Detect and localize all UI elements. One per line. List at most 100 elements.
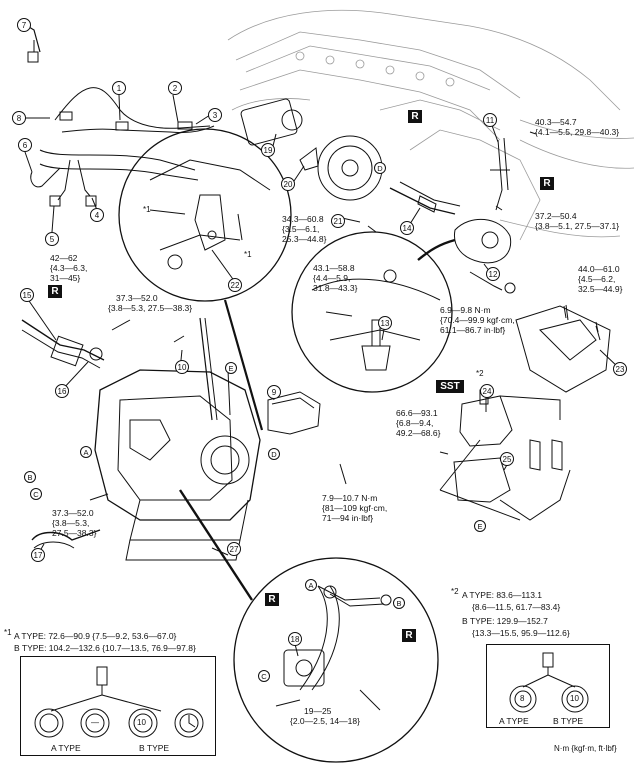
note1-bolt-box: — 10 A TYPE B TYPE bbox=[20, 656, 216, 756]
torque-spec: 37.3—52.0 {3.8—5.3, 27.5—38.3} bbox=[108, 293, 192, 313]
callout-23: 23 bbox=[613, 362, 627, 376]
sst-badge: SST bbox=[436, 380, 464, 393]
torque-line: 31—45} bbox=[50, 273, 81, 283]
torque-line: 44.0—61.0 bbox=[578, 264, 620, 274]
torque-line: 27.5—38.3} bbox=[52, 528, 97, 538]
callout-22: 22 bbox=[228, 278, 242, 292]
torque-line: 66.6—93.1 bbox=[396, 408, 438, 418]
callout-25: 25 bbox=[500, 452, 514, 466]
callout-20: 20 bbox=[281, 177, 295, 191]
torque-line: 42—62 bbox=[50, 253, 78, 263]
callout-3: 3 bbox=[208, 108, 222, 122]
marker-b: B bbox=[24, 471, 36, 483]
torque-line: {4.1—5.5, 29.8—40.3} bbox=[535, 127, 620, 137]
torque-spec: 37.2—50.4 {3.8—5.1, 27.5—37.1} bbox=[535, 211, 619, 231]
bolt-mark: 8 bbox=[520, 694, 525, 703]
torque-line: {4.3—6.3, bbox=[50, 263, 88, 273]
marker-d: D bbox=[374, 162, 386, 174]
torque-line: {3.8—5.3, bbox=[52, 518, 90, 528]
callout-13: 13 bbox=[378, 316, 392, 330]
star-mark: *2 bbox=[476, 369, 484, 378]
note1-a-label: A TYPE bbox=[51, 743, 81, 753]
note2-a-type: A TYPE: 83.6—113.1 bbox=[462, 590, 543, 600]
torque-line: {3.5—6.1, bbox=[282, 224, 320, 234]
torque-spec: 44.0—61.0 {4.5—6.2, 32.5—44.9} bbox=[578, 264, 622, 294]
replace-badge: R bbox=[265, 593, 279, 606]
note1-a-type: A TYPE: 72.6—90.9 {7.5—9.2, 53.6—67.0} bbox=[14, 631, 177, 641]
note2-a-label: A TYPE bbox=[499, 716, 529, 726]
torque-line: 7.9—10.7 N·m bbox=[322, 493, 378, 503]
callout-10: 10 bbox=[175, 360, 189, 374]
torque-line: 34.3—60.8 bbox=[282, 214, 324, 224]
marker-e: E bbox=[225, 362, 237, 374]
replace-badge: R bbox=[402, 629, 416, 642]
torque-line: 40.3—54.7 bbox=[535, 117, 577, 127]
torque-spec: 19—25 {2.0—2.5, 14—18} bbox=[290, 706, 360, 726]
torque-line: {6.8—9.4, bbox=[396, 418, 434, 428]
torque-spec: 37.3—52.0 {3.8—5.3, 27.5—38.3} bbox=[52, 508, 96, 538]
torque-line: {2.0—2.5, 14—18} bbox=[290, 716, 360, 726]
note1-b-label: B TYPE bbox=[139, 743, 170, 753]
marker-d: D bbox=[268, 448, 280, 460]
torque-line: 71—94 in·lbf} bbox=[322, 513, 374, 523]
callout-4: 4 bbox=[90, 208, 104, 222]
note2-b-range: {13.3—15.5, 95.9—112.6} bbox=[472, 628, 570, 638]
torque-spec: 42—62 {4.3—6.3, 31—45} bbox=[50, 253, 87, 283]
callout-19: 19 bbox=[261, 143, 275, 157]
callout-9: 9 bbox=[267, 385, 281, 399]
callout-8: 8 bbox=[12, 111, 26, 125]
bolt-drawings bbox=[509, 652, 589, 713]
torque-line: {4.5—6.2, bbox=[578, 274, 616, 284]
replace-badge: R bbox=[408, 110, 422, 123]
callout-17: 17 bbox=[31, 548, 45, 562]
callout-5: 5 bbox=[45, 232, 59, 246]
marker-c: C bbox=[258, 670, 270, 682]
callout-21: 21 bbox=[331, 214, 345, 228]
note2-b-type: B TYPE: 129.9—152.7 bbox=[462, 616, 548, 626]
note2-a-range: {8.6—11.5, 61.7—83.4} bbox=[472, 602, 561, 612]
callout-12: 12 bbox=[486, 267, 500, 281]
callout-14: 14 bbox=[400, 221, 414, 235]
note2-b-label: B TYPE bbox=[553, 716, 584, 726]
callout-2: 2 bbox=[168, 81, 182, 95]
callout-7: 7 bbox=[17, 18, 31, 32]
torque-line: 37.3—52.0 bbox=[52, 508, 94, 518]
callout-27: 27 bbox=[227, 542, 241, 556]
torque-line: {81—109 kgf·cm, bbox=[322, 503, 388, 513]
bolt-drawings bbox=[34, 666, 204, 738]
torque-line: 31.8—43.3} bbox=[313, 283, 358, 293]
bolt-mark: 10 bbox=[137, 718, 146, 727]
note2-bolt-box: 8 10 A TYPE B TYPE bbox=[486, 644, 610, 728]
replace-badge: R bbox=[48, 285, 62, 298]
torque-spec: 7.9—10.7 N·m {81—109 kgf·cm, 71—94 in·lb… bbox=[322, 493, 387, 523]
torque-spec: 40.3—54.7 {4.1—5.5, 29.8—40.3} bbox=[535, 117, 619, 137]
torque-line: 6.9—9.8 N·m bbox=[440, 305, 491, 315]
marker-b: B bbox=[393, 597, 405, 609]
torque-spec: 34.3—60.8 {3.5—6.1, 25.3—44.8} bbox=[282, 214, 326, 244]
callout-16: 16 bbox=[55, 384, 69, 398]
torque-line: 37.3—52.0 bbox=[116, 293, 158, 303]
callout-1: 1 bbox=[112, 81, 126, 95]
callout-18: 18 bbox=[288, 632, 302, 646]
torque-line: 19—25 bbox=[304, 706, 332, 716]
note1-marker: *1 bbox=[4, 628, 12, 637]
torque-line: 32.5—44.9} bbox=[578, 284, 623, 294]
marker-c: C bbox=[30, 488, 42, 500]
torque-line: {4.4—5.9, bbox=[313, 273, 351, 283]
units-label: N·m {kgf·m, ft·lbf} bbox=[554, 744, 617, 753]
star-mark: *1 bbox=[143, 205, 151, 214]
torque-line: 43.1—58.8 bbox=[313, 263, 355, 273]
engine-outline bbox=[227, 9, 634, 241]
note1-b-type: B TYPE: 104.2—132.6 {10.7—13.5, 76.9—97.… bbox=[14, 643, 196, 653]
torque-line: 49.2—68.6} bbox=[396, 428, 441, 438]
torque-spec: 66.6—93.1 {6.8—9.4, 49.2—68.6} bbox=[396, 408, 440, 438]
torque-line: 37.2—50.4 bbox=[535, 211, 577, 221]
torque-line: 25.3—44.8} bbox=[282, 234, 327, 244]
bolt-mark: — bbox=[91, 718, 99, 727]
torque-spec: 43.1—58.8 {4.4—5.9, 31.8—43.3} bbox=[313, 263, 357, 293]
torque-line: 61.1—86.7 in·lbf} bbox=[440, 325, 506, 335]
marker-a: A bbox=[305, 579, 317, 591]
marker-e: E bbox=[474, 520, 486, 532]
callout-6: 6 bbox=[18, 138, 32, 152]
